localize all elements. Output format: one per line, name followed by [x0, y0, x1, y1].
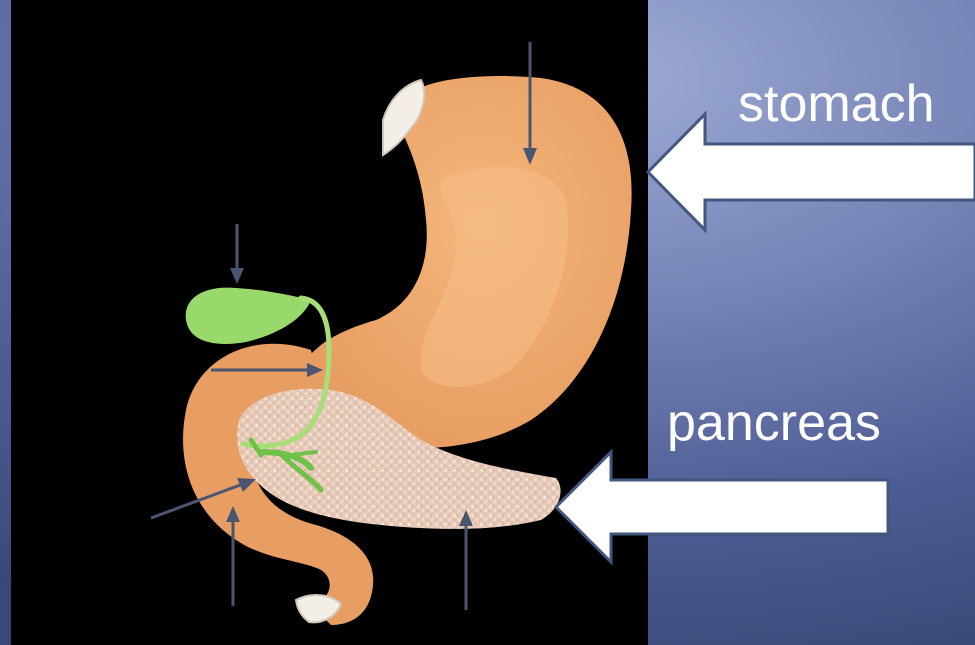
pancreas-label: pancreas — [667, 397, 881, 449]
pancreas-pointer-arrow — [556, 452, 888, 562]
stomach-label: stomach — [738, 78, 935, 130]
